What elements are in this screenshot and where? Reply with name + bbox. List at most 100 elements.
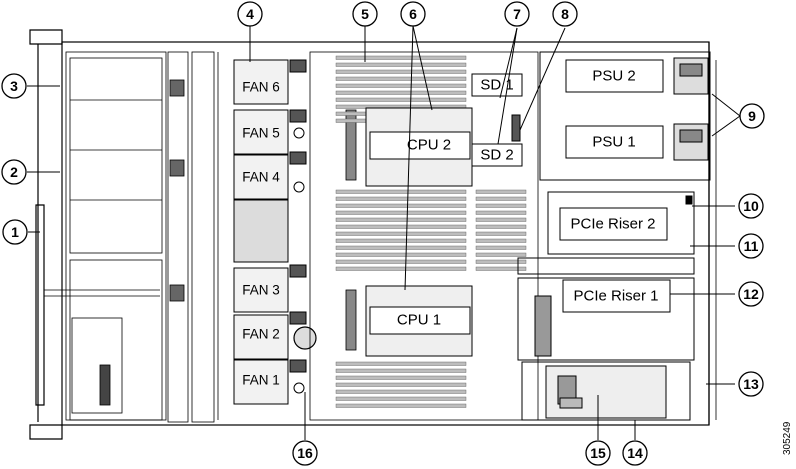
pcie-riser-1-label: PCIe Riser 1 (573, 288, 658, 305)
dimm-slot (335, 203, 467, 208)
dimm-slot (335, 231, 467, 236)
callout-circle-5 (352, 1, 378, 27)
callout-number-5: 5 (361, 6, 369, 22)
dimm-slot (335, 252, 467, 257)
callout-circle-8 (552, 1, 578, 27)
callout-number-4: 4 (246, 6, 254, 22)
psu-2-label: PSU 2 (592, 68, 635, 85)
dimm-slot (475, 217, 527, 222)
screw-b (293, 181, 305, 193)
callout-number-1: 1 (11, 224, 19, 240)
callout-circle-6 (400, 1, 426, 27)
callout-circle-11 (738, 233, 764, 259)
dimm-slot (475, 231, 527, 236)
chassis (29, 29, 717, 440)
screw-c (293, 382, 305, 394)
fan-2-module (233, 314, 289, 360)
dimm-slot (335, 69, 467, 74)
fan-1-module (233, 359, 289, 405)
fan-3-module (233, 267, 289, 313)
dimm-slot (475, 266, 527, 271)
callout-circle-10 (738, 193, 764, 219)
dimm-slot (475, 252, 527, 257)
cpu-1-label: CPU 1 (397, 312, 441, 329)
dimm-slot (475, 203, 527, 208)
pcie-risers (517, 191, 695, 361)
dimm-slot (335, 76, 467, 81)
dimm-slot (475, 196, 527, 201)
callout-circle-1 (2, 219, 28, 245)
dimm-slot (475, 224, 527, 229)
sd-2-box (471, 143, 523, 167)
dimm-slot (335, 375, 467, 380)
figure-id: 305249 (782, 421, 793, 455)
rtc-battery (293, 326, 317, 350)
cpu-1-label-box (369, 306, 471, 335)
callout-number-10: 10 (743, 198, 759, 214)
screw-a (293, 127, 305, 139)
fan-6-module (233, 59, 289, 105)
psu-2-box (565, 59, 664, 93)
dimm-slot (335, 196, 467, 201)
modular-raid-area (521, 361, 691, 421)
psu-1-label: PSU 1 (592, 134, 635, 151)
callout-number-12: 12 (743, 286, 759, 302)
fan-4-module (233, 154, 289, 200)
motherboard (309, 51, 539, 421)
leader-lines (27, 25, 741, 440)
sd-1-label: SD 1 (480, 77, 513, 94)
callout-circle-12 (738, 281, 764, 307)
dimm-slot (475, 245, 527, 250)
fan-3-label: FAN 3 (242, 283, 280, 298)
sd-slots (471, 73, 523, 167)
dimm-slot (335, 238, 467, 243)
callout-circle-2 (1, 159, 27, 185)
fan-6-label: FAN 6 (242, 80, 280, 95)
dimm-slot (335, 83, 467, 88)
psu-1-box (565, 125, 664, 159)
dimm-slot (335, 210, 467, 215)
cpu-2-label: CPU 2 (407, 137, 451, 154)
dimm-slot (335, 224, 467, 229)
fan-4-label: FAN 4 (242, 170, 280, 185)
callout-number-11: 11 (744, 238, 759, 254)
callout-number-14: 14 (627, 445, 643, 461)
fan-1-label: FAN 1 (242, 373, 280, 388)
dimm-slot (335, 266, 467, 271)
callout-number-13: 13 (743, 376, 759, 392)
dimm-slot (475, 210, 527, 215)
callout-circle-4 (237, 1, 263, 27)
callout-number-6: 6 (409, 6, 417, 22)
pcie-riser-2-box (559, 207, 668, 241)
sd-1-box (471, 73, 523, 97)
psu-area (539, 51, 711, 181)
callout-number-7: 7 (513, 6, 521, 22)
dimm-slot (335, 97, 467, 102)
fan-modules (233, 59, 307, 405)
dimm-slot (335, 368, 467, 373)
dimm-slot (335, 217, 467, 222)
dimm-slot (335, 55, 467, 60)
fan-5-module (233, 109, 289, 155)
callout-circle-9 (739, 103, 765, 129)
dimm-slot (335, 90, 467, 95)
callout-number-9: 9 (748, 108, 756, 124)
dimm-slot (335, 245, 467, 250)
sd-2-label: SD 2 (480, 147, 513, 164)
dimm-slot (335, 403, 467, 408)
callout-circle-3 (1, 73, 27, 99)
dimm-slot (335, 189, 467, 194)
dimm-slot (475, 238, 527, 243)
callout-circle-16 (292, 440, 318, 466)
pcie-riser-2-label: PCIe Riser 2 (570, 216, 655, 233)
dimm-slot (335, 382, 467, 387)
dimm-slot (335, 361, 467, 366)
dimm-slot (335, 396, 467, 401)
dimm-slot (335, 259, 467, 264)
callout-circle-15 (585, 440, 611, 466)
callout-number-8: 8 (561, 6, 569, 22)
dimm-slot (475, 189, 527, 194)
callout-circle-7 (504, 1, 530, 27)
dimm-slot (475, 259, 527, 264)
